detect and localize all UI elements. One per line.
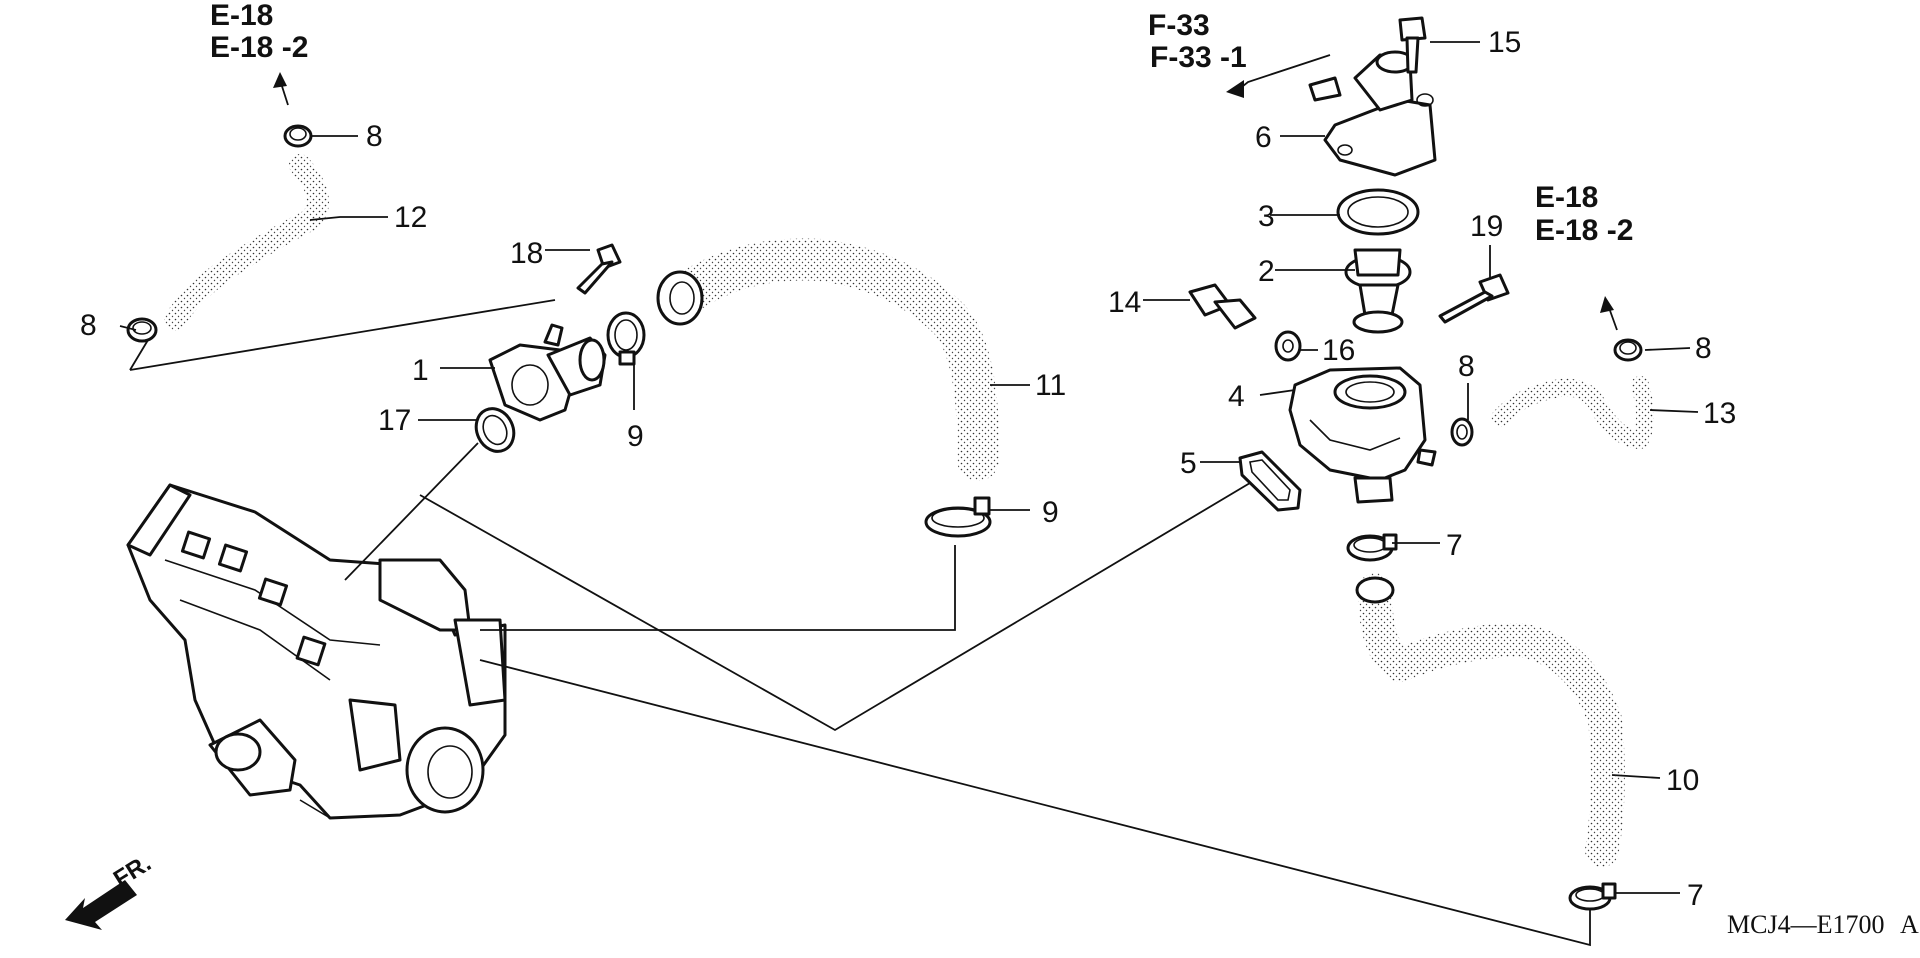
- part-1-water-outlet: [488, 323, 607, 422]
- callout-14: 14: [1108, 286, 1141, 319]
- clamp-8-left: [126, 317, 158, 343]
- callout-12: 12: [394, 201, 427, 234]
- front-arrow-icon: [65, 880, 137, 930]
- callout-7: 7: [1446, 529, 1463, 562]
- clamp-8-top-left: [283, 124, 313, 148]
- connection-lines: [129, 299, 1591, 947]
- clamp-8-right-mid: [1450, 417, 1474, 447]
- callout-5: 5: [1180, 447, 1197, 480]
- bolt-15: [1398, 16, 1427, 74]
- washer-16: [1274, 330, 1302, 362]
- hose-13: [1491, 376, 1654, 449]
- callout-13: 13: [1703, 397, 1736, 430]
- callout-1: 1: [412, 354, 429, 387]
- callout-9: 9: [1042, 496, 1059, 529]
- reference-labels: E-18 E-18 -2 F-33 F-33 -1 E-18 E-18 -2: [210, 0, 1633, 247]
- gasket-5: [1238, 450, 1302, 512]
- callout-numbers: 8 12 8 18 1 17 9 11 9 15 6 3 2 14 16 4 5…: [80, 26, 1736, 912]
- ref-mid-right-a: E-18: [1535, 181, 1598, 214]
- clamp-9-lower: [924, 496, 992, 538]
- callout-4: 4: [1228, 380, 1245, 413]
- clamp-7-upper: [1346, 533, 1398, 562]
- diagram-code: MCJ4—E1700: [1727, 910, 1884, 939]
- callout-7: 7: [1687, 879, 1704, 912]
- callout-8: 8: [80, 309, 97, 342]
- sensor-14: [1188, 283, 1257, 330]
- callout-19: 19: [1470, 210, 1503, 243]
- clamp-9-upper: [606, 311, 646, 366]
- direction-arrows: [273, 54, 1618, 331]
- callout-8: 8: [366, 120, 383, 153]
- leader-lines: [119, 41, 1699, 894]
- diagram-code-suffix: A: [1900, 910, 1919, 939]
- clamp-8-right-top: [1613, 338, 1643, 362]
- gasket-17: [474, 407, 516, 453]
- callout-8: 8: [1695, 332, 1712, 365]
- callout-18: 18: [510, 237, 543, 270]
- callout-8: 8: [1458, 350, 1475, 383]
- callout-11: 11: [1035, 369, 1066, 402]
- ref-top-right-b: F-33 -1: [1150, 41, 1247, 74]
- hose-11: [656, 238, 1000, 481]
- hose-10: [1355, 573, 1625, 867]
- clamp-7-lower: [1568, 882, 1617, 911]
- housing-4: [1288, 366, 1437, 504]
- callout-16: 16: [1322, 334, 1355, 367]
- callout-15: 15: [1488, 26, 1521, 59]
- hose-12: [164, 154, 329, 331]
- callout-3: 3: [1258, 200, 1275, 233]
- callout-6: 6: [1255, 121, 1272, 154]
- callout-10: 10: [1666, 764, 1699, 797]
- ring-3: [1336, 188, 1420, 236]
- ref-top-left-a: E-18: [210, 0, 273, 32]
- ref-top-right-a: F-33: [1148, 9, 1210, 42]
- callout-9: 9: [627, 420, 644, 453]
- thermostat-2: [1344, 248, 1412, 334]
- bolt-19: [1438, 273, 1510, 324]
- engine-block: [126, 483, 507, 820]
- bolt-18: [576, 243, 622, 295]
- ref-top-left-b: E-18 -2: [210, 31, 308, 64]
- ref-mid-right-b: E-18 -2: [1535, 214, 1633, 247]
- callout-17: 17: [378, 404, 411, 437]
- callout-2: 2: [1258, 255, 1275, 288]
